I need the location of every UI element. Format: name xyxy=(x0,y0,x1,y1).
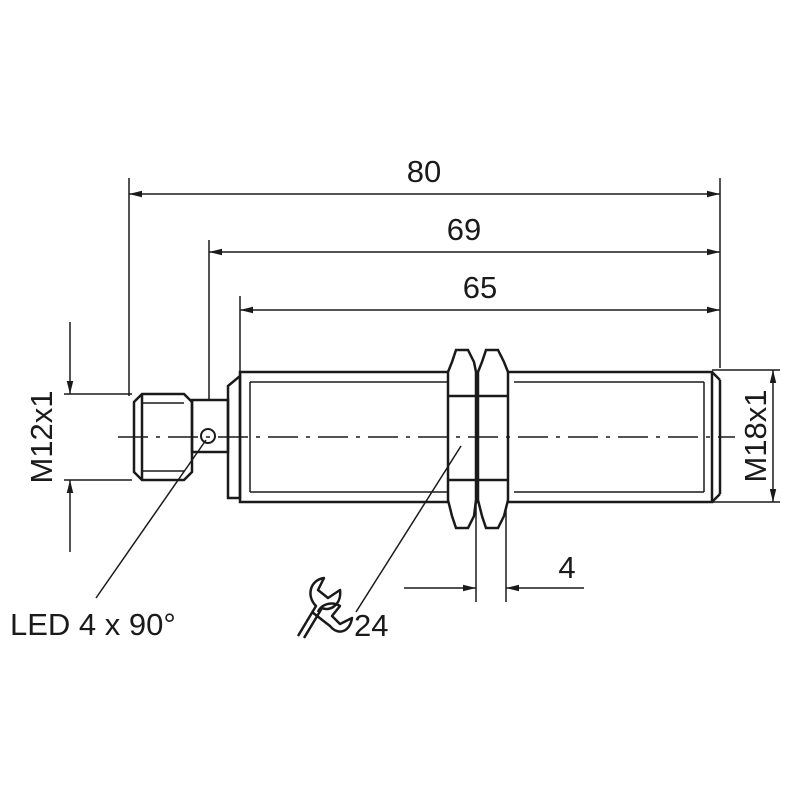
dimension-69-label: 69 xyxy=(447,212,481,247)
dimension-80-label: 80 xyxy=(407,154,441,189)
dimension-m18: M18x1 xyxy=(738,370,777,502)
dimension-80: 80 xyxy=(129,154,720,198)
leader-lines xyxy=(95,439,462,613)
dimension-4-label: 4 xyxy=(558,550,575,585)
dimension-65-label: 65 xyxy=(463,270,497,305)
thread-m18-label: M18x1 xyxy=(738,389,773,482)
dimension-4: 4 xyxy=(404,550,584,592)
dimension-m12: M12x1 xyxy=(24,322,74,552)
led-label: LED 4 x 90° xyxy=(10,607,176,642)
dimension-69: 69 xyxy=(209,212,720,256)
mounting-nuts xyxy=(446,348,510,530)
wrench-size-label: 24 xyxy=(354,608,388,643)
wrench-icon xyxy=(296,576,354,639)
dimension-65: 65 xyxy=(240,270,720,314)
led-indicator xyxy=(200,428,216,444)
thread-m12-label: M12x1 xyxy=(24,390,59,483)
extension-lines xyxy=(64,178,780,602)
